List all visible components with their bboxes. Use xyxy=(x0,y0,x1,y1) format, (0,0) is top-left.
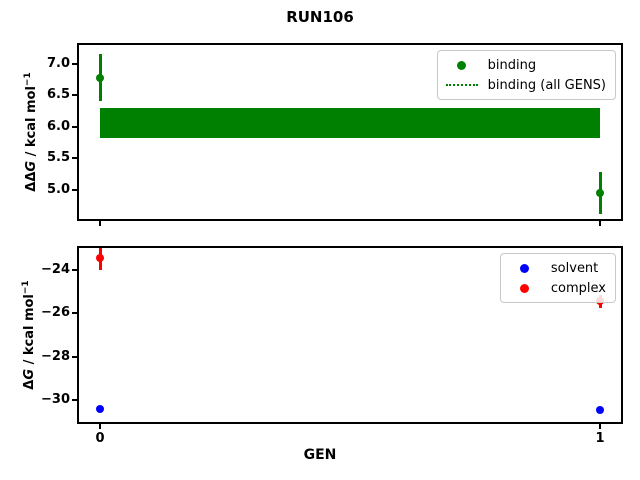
ylabel-variable: G xyxy=(22,368,38,380)
ylabel-superscript: −1 xyxy=(22,72,33,87)
data-point-complex xyxy=(96,254,104,263)
y-tick-label: 7.0 xyxy=(46,55,70,71)
legend: solvent complex xyxy=(499,253,616,303)
data-point-solvent xyxy=(96,404,104,413)
ylabel-delta: Δ xyxy=(22,379,38,390)
y-tick-label: 6.5 xyxy=(46,87,70,103)
y-tick-label: −24 xyxy=(41,262,70,278)
x-tick-label: 1 xyxy=(595,431,605,446)
y-tick-label: −28 xyxy=(41,348,70,364)
legend-dot-icon xyxy=(507,283,543,293)
dot-icon xyxy=(520,283,530,293)
top-y-axis-label: ΔΔG / kcal mol−1 xyxy=(23,72,39,191)
legend: binding binding (all GENS) xyxy=(436,50,616,100)
legend-label: binding (all GENS) xyxy=(487,77,606,93)
top-axes: 7.0 6.5 6.0 5.5 5.0 binding binding (all GENS) xyxy=(47,43,623,226)
x-tick-mark xyxy=(599,221,601,226)
legend-dotted-line-icon xyxy=(444,84,480,86)
x-tick-label: 0 xyxy=(95,431,105,446)
figure-title: RUN106 xyxy=(286,8,354,26)
dot-icon xyxy=(520,263,530,273)
y-tick-label: 6.0 xyxy=(46,118,70,134)
data-point-binding xyxy=(596,189,604,198)
ylabel-delta: ΔΔ xyxy=(24,171,40,192)
bottom-y-axis-label: ΔG / kcal mol−1 xyxy=(21,280,37,389)
legend-entry: complex xyxy=(507,278,606,298)
x-tick-mark xyxy=(599,424,601,429)
legend-entry: binding (all GENS) xyxy=(444,75,606,95)
dotted-line-icon xyxy=(445,84,478,86)
legend-label: complex xyxy=(550,280,606,296)
y-tick-mark xyxy=(72,94,77,97)
y-tick-label: 5.0 xyxy=(46,182,70,197)
x-tick-mark xyxy=(99,424,101,429)
legend-dot-icon xyxy=(507,263,543,273)
data-point-binding xyxy=(96,73,104,82)
legend-entry: solvent xyxy=(507,258,606,278)
y-tick-mark xyxy=(72,125,77,128)
x-tick-mark xyxy=(99,221,101,226)
ylabel-variable: G xyxy=(24,160,40,172)
y-tick-mark xyxy=(72,398,77,401)
bottom-axes: −24 −26 −28 −30 0 1 solvent complex xyxy=(41,246,623,446)
y-tick-label: 5.5 xyxy=(46,150,70,166)
x-axis-label: GEN xyxy=(303,447,337,463)
legend-entry: binding xyxy=(444,55,606,75)
y-tick-mark xyxy=(72,157,77,160)
y-tick-mark xyxy=(72,269,77,272)
data-point-solvent xyxy=(596,405,604,414)
y-tick-mark xyxy=(72,355,77,358)
y-tick-mark xyxy=(72,189,77,191)
ylabel-unit: / kcal mol xyxy=(22,294,38,369)
legend-label: binding xyxy=(487,57,537,73)
y-tick-label: −26 xyxy=(41,305,70,321)
y-tick-mark xyxy=(72,312,77,315)
dot-icon xyxy=(457,60,467,70)
ylabel-superscript: −1 xyxy=(20,280,31,295)
y-tick-mark xyxy=(72,62,77,65)
ylabel-unit: / kcal mol xyxy=(24,86,40,161)
all-gens-band xyxy=(100,108,600,139)
y-tick-label: −30 xyxy=(41,391,70,407)
legend-label: solvent xyxy=(550,260,599,276)
legend-dot-icon xyxy=(444,60,480,70)
